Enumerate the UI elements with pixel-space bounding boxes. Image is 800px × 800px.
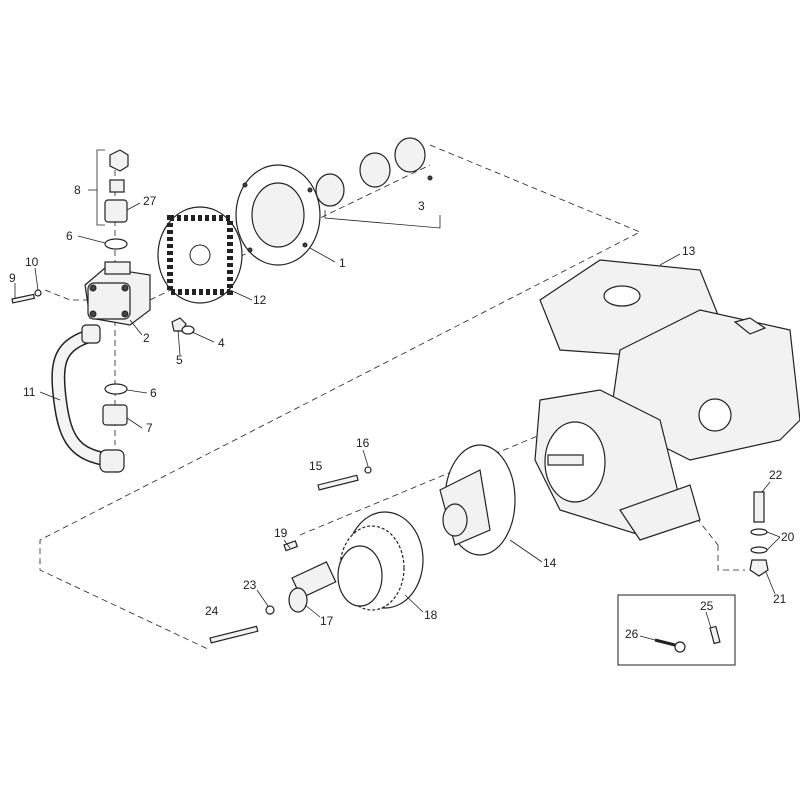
bolt-part-15 [317,474,359,491]
coupling-part-3 [315,137,441,229]
callout-27: 27 [143,194,157,208]
callout-14: 14 [543,556,557,570]
fitting-part-7 [102,404,128,426]
callout-15: 15 [309,459,323,473]
callout-4: 4 [218,336,225,350]
shaft-part-17 [288,561,337,613]
washer-part-10 [34,289,42,297]
washer-part-20a [750,528,768,536]
callout-16: 16 [356,436,370,450]
washer-part-20b [750,546,768,554]
callout-17: 17 [320,614,334,628]
callout-12: 12 [253,293,267,307]
callout-9: 9 [9,271,16,285]
hydraulic-pump-part-2 [84,261,151,326]
pin-part-25 [709,625,721,645]
callout-13: 13 [682,244,696,258]
engine-part-13 [534,259,800,541]
callout-2: 2 [143,331,150,345]
callout-23: 23 [243,578,257,592]
callout-1: 1 [339,256,346,270]
terminal-part-26 [654,638,686,653]
callout-24: 24 [205,604,219,618]
leader-lines [14,202,781,641]
bolt-part-9 [11,293,36,304]
washer-part-23 [265,605,275,615]
callout-21: 21 [773,592,787,606]
callout-8: 8 [74,183,81,197]
o-ring-part-6b [104,383,128,395]
callout-labels: 8 27 6 10 9 1 3 12 2 4 5 11 6 7 13 16 15… [9,183,795,641]
hose-part-11 [51,324,125,473]
callout-6a: 6 [66,229,73,243]
inset-box [617,594,736,666]
callout-26: 26 [625,627,639,641]
screen-part-12 [157,206,243,304]
callout-22: 22 [769,468,783,482]
callout-5: 5 [176,353,183,367]
blower-wheel-part-18 [337,511,424,611]
washer-part-4 [181,325,195,335]
callout-7: 7 [146,421,153,435]
hub-part-14 [439,444,516,556]
bolt-part-24 [209,625,259,644]
callout-11: 11 [23,385,36,399]
callout-20: 20 [781,530,795,544]
fitting-stack-part-8 [88,149,129,226]
washer-part-16 [364,466,372,474]
callout-25: 25 [700,599,714,613]
adapter-flange-part-1 [235,164,321,266]
o-ring-part-6 [104,238,128,250]
bolt-part-22 [753,491,765,523]
callout-18: 18 [424,608,438,622]
key-part-19 [283,540,299,552]
callout-19: 19 [274,526,288,540]
callout-3: 3 [418,199,425,213]
callout-10: 10 [25,255,39,269]
nut-part-21 [749,559,769,577]
callout-6b: 6 [150,386,157,400]
